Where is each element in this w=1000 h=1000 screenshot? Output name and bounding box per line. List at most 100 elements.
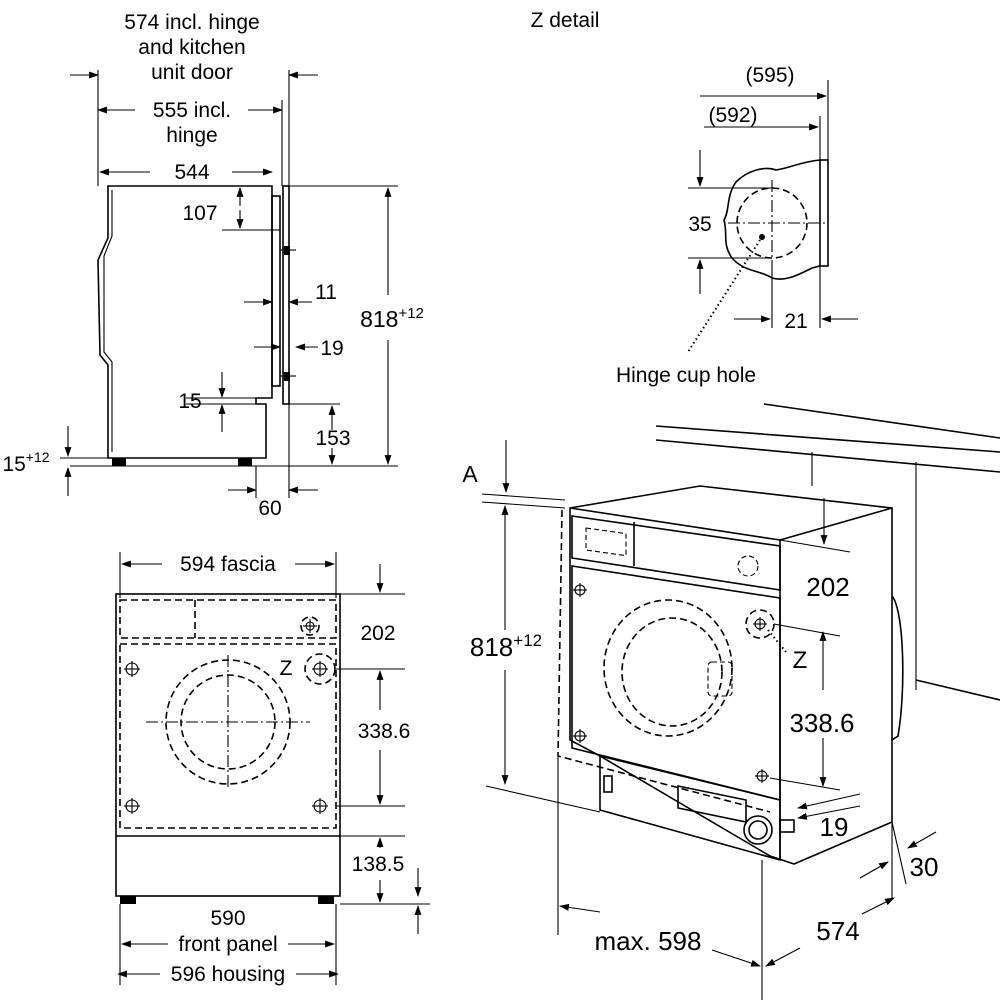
z-detail: Z detail Hinge cup hole (595) (592) 35 2…: [531, 9, 858, 387]
iso-dim-818-label: 818+12: [470, 631, 542, 662]
iso-top-side-edge: [779, 507, 893, 541]
side-view: 574 incl. hinge and kitchen unit door 55…: [2, 11, 423, 520]
side-hinge-block-upper: [284, 246, 290, 255]
front-dim-front-panel-label: front panel: [178, 933, 277, 956]
iso-dim-202-label: 202: [806, 572, 849, 602]
front-dim-596-label: 596 housing: [171, 963, 285, 986]
iso-dim-338-label: 338.6: [789, 708, 854, 738]
z-hinge-cup-hole: [736, 187, 808, 259]
z-dim-595-label: (595): [745, 64, 794, 87]
side-dim-544-label: 544: [174, 161, 209, 184]
iso-plinth: [599, 754, 781, 862]
iso-dim-30-label: 30: [910, 852, 939, 882]
iso-dim-574-label: 574: [816, 916, 859, 946]
side-hinge-block-lower: [284, 372, 290, 381]
iso-porthole-inner: [621, 617, 723, 727]
side-dim-19-label: 19: [320, 337, 343, 360]
side-dim-15-label: 15: [178, 390, 201, 413]
side-body-outline: [97, 185, 273, 459]
iso-worktop-under: [655, 439, 1000, 473]
iso-dim-598-arrow-l: [559, 903, 601, 913]
iso-body-outline: [569, 485, 893, 865]
iso-view: A 818+12 202 Z 338.6 19 30: [462, 403, 1000, 1000]
side-body-inner: [103, 190, 113, 452]
iso-door-panel: [571, 565, 781, 802]
iso-dim-598-arrow-r: [711, 949, 761, 967]
iso-worktop-front: [655, 425, 1000, 453]
iso-dim-19-arrow-2: [797, 805, 861, 820]
front-dim-138-label: 138.5: [352, 853, 405, 876]
side-hinge-plate: [271, 195, 281, 387]
iso-door-handle: [707, 661, 733, 697]
iso-plinth-flap: [677, 785, 747, 823]
side-dim-818-label: 818+12: [360, 305, 424, 332]
z-dim-592-label: (592): [708, 104, 757, 127]
z-detail-title: Z detail: [531, 9, 600, 32]
iso-338-ext-bot: [769, 777, 841, 791]
iso-fascia-knob: [737, 555, 759, 577]
side-dim-60-label: 60: [258, 497, 281, 520]
iso-plinth-slot: [603, 775, 613, 793]
side-dim-107-label: 107: [182, 202, 217, 225]
front-housing: [115, 593, 341, 897]
iso-drain-hose: [779, 819, 795, 833]
iso-label-a: A: [462, 461, 478, 487]
side-foot-front: [238, 458, 252, 466]
z-leader-line: [687, 239, 761, 353]
iso-818-ext-bot: [485, 785, 601, 813]
iso-fixing-points: [573, 583, 769, 783]
front-dim-202-label: 202: [360, 622, 395, 645]
front-foot-right: [318, 896, 334, 904]
side-dim-feet-label: 15+12: [2, 449, 49, 476]
front-dim-fascia-label: 594 fascia: [180, 553, 276, 576]
front-fixing-points: [124, 619, 328, 814]
iso-cabinet-floor: [915, 679, 1000, 701]
z-hinge-label: Hinge cup hole: [616, 364, 756, 387]
iso-worktop-top: [763, 403, 1000, 439]
iso-drain-cap-outer: [743, 815, 773, 845]
front-foot-left: [120, 896, 136, 904]
iso-dim-19-arrow-1: [797, 793, 861, 810]
iso-202-ext: [779, 539, 851, 553]
front-hinge-upper: [304, 653, 336, 685]
front-dim-590-label: 590: [210, 907, 245, 930]
iso-fascia-display: [585, 527, 627, 557]
iso-dim-598-label: max. 598: [595, 926, 702, 956]
z-wall-edge: [819, 159, 829, 267]
front-view: 594 fascia 202 Z 338.6 138.5 590 front p…: [115, 552, 430, 986]
iso-338-ext-top: [773, 623, 841, 637]
side-dim-574-label: 574 incl. hinge: [124, 11, 259, 34]
iso-z-leader: [767, 629, 787, 653]
iso-dim-30-arrow-l: [859, 861, 889, 879]
iso-dim-574-arrow-l: [765, 947, 801, 967]
side-foot-rear: [112, 458, 126, 466]
iso-top-front-edge: [569, 507, 781, 541]
side-dim-574-label-2: and kitchen: [138, 36, 245, 59]
front-z-label: Z: [280, 657, 293, 680]
iso-a-ext-2: [481, 501, 566, 509]
side-dim-153-label: 153: [315, 427, 350, 450]
z-dim-21-label: 21: [784, 310, 807, 333]
z-dim-35-label: 35: [688, 213, 711, 236]
iso-dim-574-arrow-r: [861, 897, 895, 915]
iso-dim-30-arrow-r: [907, 831, 937, 849]
front-door-panel: [119, 643, 337, 829]
side-dim-11-label: 11: [315, 281, 337, 304]
iso-side-bulge: [891, 595, 904, 741]
iso-a-ext-1: [481, 493, 566, 501]
iso-porthole-outer: [603, 599, 733, 737]
z-hole-marker: [759, 234, 765, 240]
front-hinge-fascia: [300, 616, 320, 636]
iso-builtin-outline: [557, 509, 771, 813]
front-fascia-panel: [119, 599, 337, 639]
front-dim-338-label: 338.6: [358, 720, 411, 743]
side-dim-555-label-2: hinge: [166, 124, 217, 147]
side-door-panel: [282, 185, 290, 405]
side-dim-555-label: 555 incl.: [153, 99, 231, 122]
iso-fascia: [571, 515, 781, 591]
iso-dim-19-label: 19: [820, 812, 849, 842]
iso-drain-cap-inner: [748, 820, 768, 840]
iso-z-label: Z: [793, 647, 808, 674]
side-dim-574-label-3: unit door: [151, 61, 233, 84]
